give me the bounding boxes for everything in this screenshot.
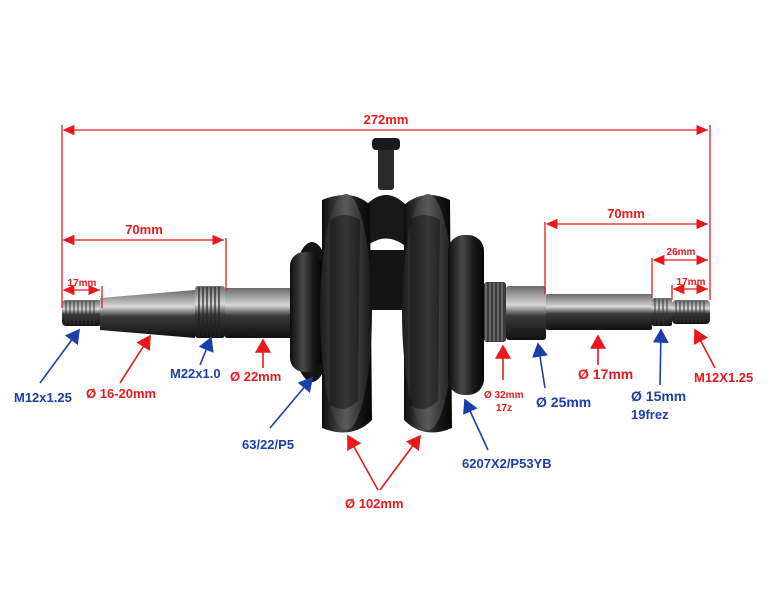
right-thread-ridges (675, 301, 705, 323)
connecting-rod (366, 138, 406, 245)
flywheel-arrow-left (347, 434, 379, 491)
right-bearing-callout: 6207X2/P53YB (462, 456, 552, 471)
fine-thread-arrow (198, 336, 214, 366)
gear-teeth (485, 283, 503, 341)
left-thread-ridges (65, 301, 95, 325)
spline-count-callout: 19frez (631, 407, 669, 422)
flywheel-diameter-callout: Ø 102mm (345, 496, 404, 511)
right-shaft-callout: Ø 17mm (578, 366, 633, 382)
gear-diameter-callout: Ø 32mm (484, 390, 524, 401)
left-taper-arrow (119, 334, 151, 384)
right-taper-length-label: 70mm (607, 206, 645, 221)
dimension-lines (61, 124, 711, 308)
right-flywheel (402, 194, 484, 433)
fine-thread-ridges (198, 287, 220, 337)
gear-teeth-callout: 17z (496, 403, 512, 414)
right-shaft (484, 282, 710, 342)
spline-zone-length-label: 26mm (667, 247, 696, 258)
callout-labels: M12x1.25 Ø 16-20mm M22x1.0 Ø 22mm 63/22/… (14, 366, 753, 511)
left-thread-callout: M12x1.25 (14, 390, 72, 405)
callout-arrows (39, 328, 716, 491)
left-taper-length-label: 70mm (125, 222, 163, 237)
left-thread-arrow (39, 328, 80, 384)
left-shaft (62, 286, 293, 338)
left-thread-length-label: 17mm (68, 278, 97, 289)
left-bearing-callout: 63/22/P5 (242, 437, 294, 452)
right-bearing-arrow (463, 398, 489, 451)
right-thread-callout: M12X1.25 (694, 370, 753, 385)
spline-diameter-callout: Ø 15mm (631, 388, 686, 404)
left-bearing-arrow (269, 376, 314, 429)
right-journal-callout: Ø 25mm (536, 394, 591, 410)
left-taper-callout: Ø 16-20mm (86, 386, 156, 401)
overall-length-label: 272mm (364, 112, 409, 127)
crankshaft-part (62, 138, 710, 433)
spline-arrow (652, 328, 669, 386)
dimension-labels: 272mm 70mm 70mm 26mm 17mm 17mm (68, 112, 706, 289)
right-journal-arrow (532, 342, 548, 389)
right-thread-arrow (693, 328, 716, 369)
left-journal-callout: Ø 22mm (230, 369, 281, 384)
right-thread-length-label: 17mm (677, 277, 706, 288)
flywheel-arrow-right (379, 434, 421, 491)
left-flywheel (290, 194, 372, 433)
fine-thread-callout: M22x1.0 (170, 366, 221, 381)
spline-ridges (654, 299, 668, 325)
